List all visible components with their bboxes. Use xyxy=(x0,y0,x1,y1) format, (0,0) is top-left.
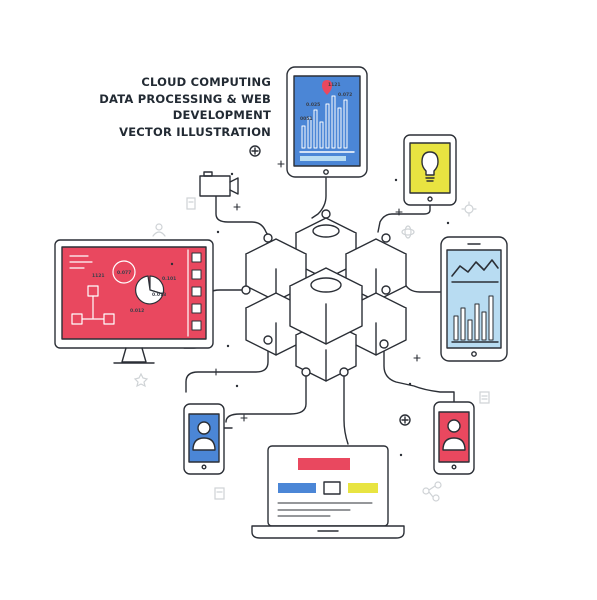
camera-icon xyxy=(199,171,239,197)
document-icon xyxy=(214,487,225,500)
document-icon xyxy=(479,391,490,404)
gear-icon xyxy=(461,201,477,217)
monitor-device xyxy=(54,239,214,364)
user-phone-left xyxy=(183,403,225,475)
tablet-label-3: 0.025 xyxy=(306,102,320,108)
tablet-label-1: 1121 xyxy=(328,82,341,88)
cube-cluster xyxy=(241,209,407,382)
monitor-label-4: 0.073 xyxy=(152,292,166,298)
plus-icon xyxy=(399,414,411,426)
user-phone-right xyxy=(433,401,475,475)
monitor-label-1: 1121 xyxy=(92,273,105,279)
plus-icon xyxy=(249,145,261,157)
title-line-2: DATA PROCESSING & WEB xyxy=(99,91,271,106)
laptop-device xyxy=(251,445,405,539)
monitor-label-2: 0.077 xyxy=(117,270,131,276)
tablet-label-2: 0.072 xyxy=(338,92,352,98)
person-icon xyxy=(192,421,216,451)
monitor-label-5: 0.012 xyxy=(130,308,144,314)
monitor-label-3: 0.101 xyxy=(162,276,176,282)
star-icon xyxy=(133,372,149,388)
title-block: CLOUD COMPUTING DATA PROCESSING & WEB DE… xyxy=(99,74,271,140)
lightbulb-phone xyxy=(403,134,457,206)
tablet-bar-chart xyxy=(301,95,348,149)
network-icon xyxy=(422,481,442,502)
atom-icon xyxy=(401,225,415,239)
person-icon xyxy=(442,419,466,451)
tablet-device xyxy=(286,66,368,178)
title-line-3: DEVELOPMENT xyxy=(172,108,271,122)
title-line-1: CLOUD COMPUTING xyxy=(141,75,271,89)
lightbulb-icon xyxy=(421,151,439,182)
graph-phone xyxy=(440,236,508,362)
tablet-label-4: 0051 xyxy=(300,116,313,122)
title-line-4: VECTOR ILLUSTRATION xyxy=(119,124,271,139)
person-icon xyxy=(152,223,166,237)
map-pin-icon xyxy=(322,80,332,95)
document-icon xyxy=(186,197,196,210)
